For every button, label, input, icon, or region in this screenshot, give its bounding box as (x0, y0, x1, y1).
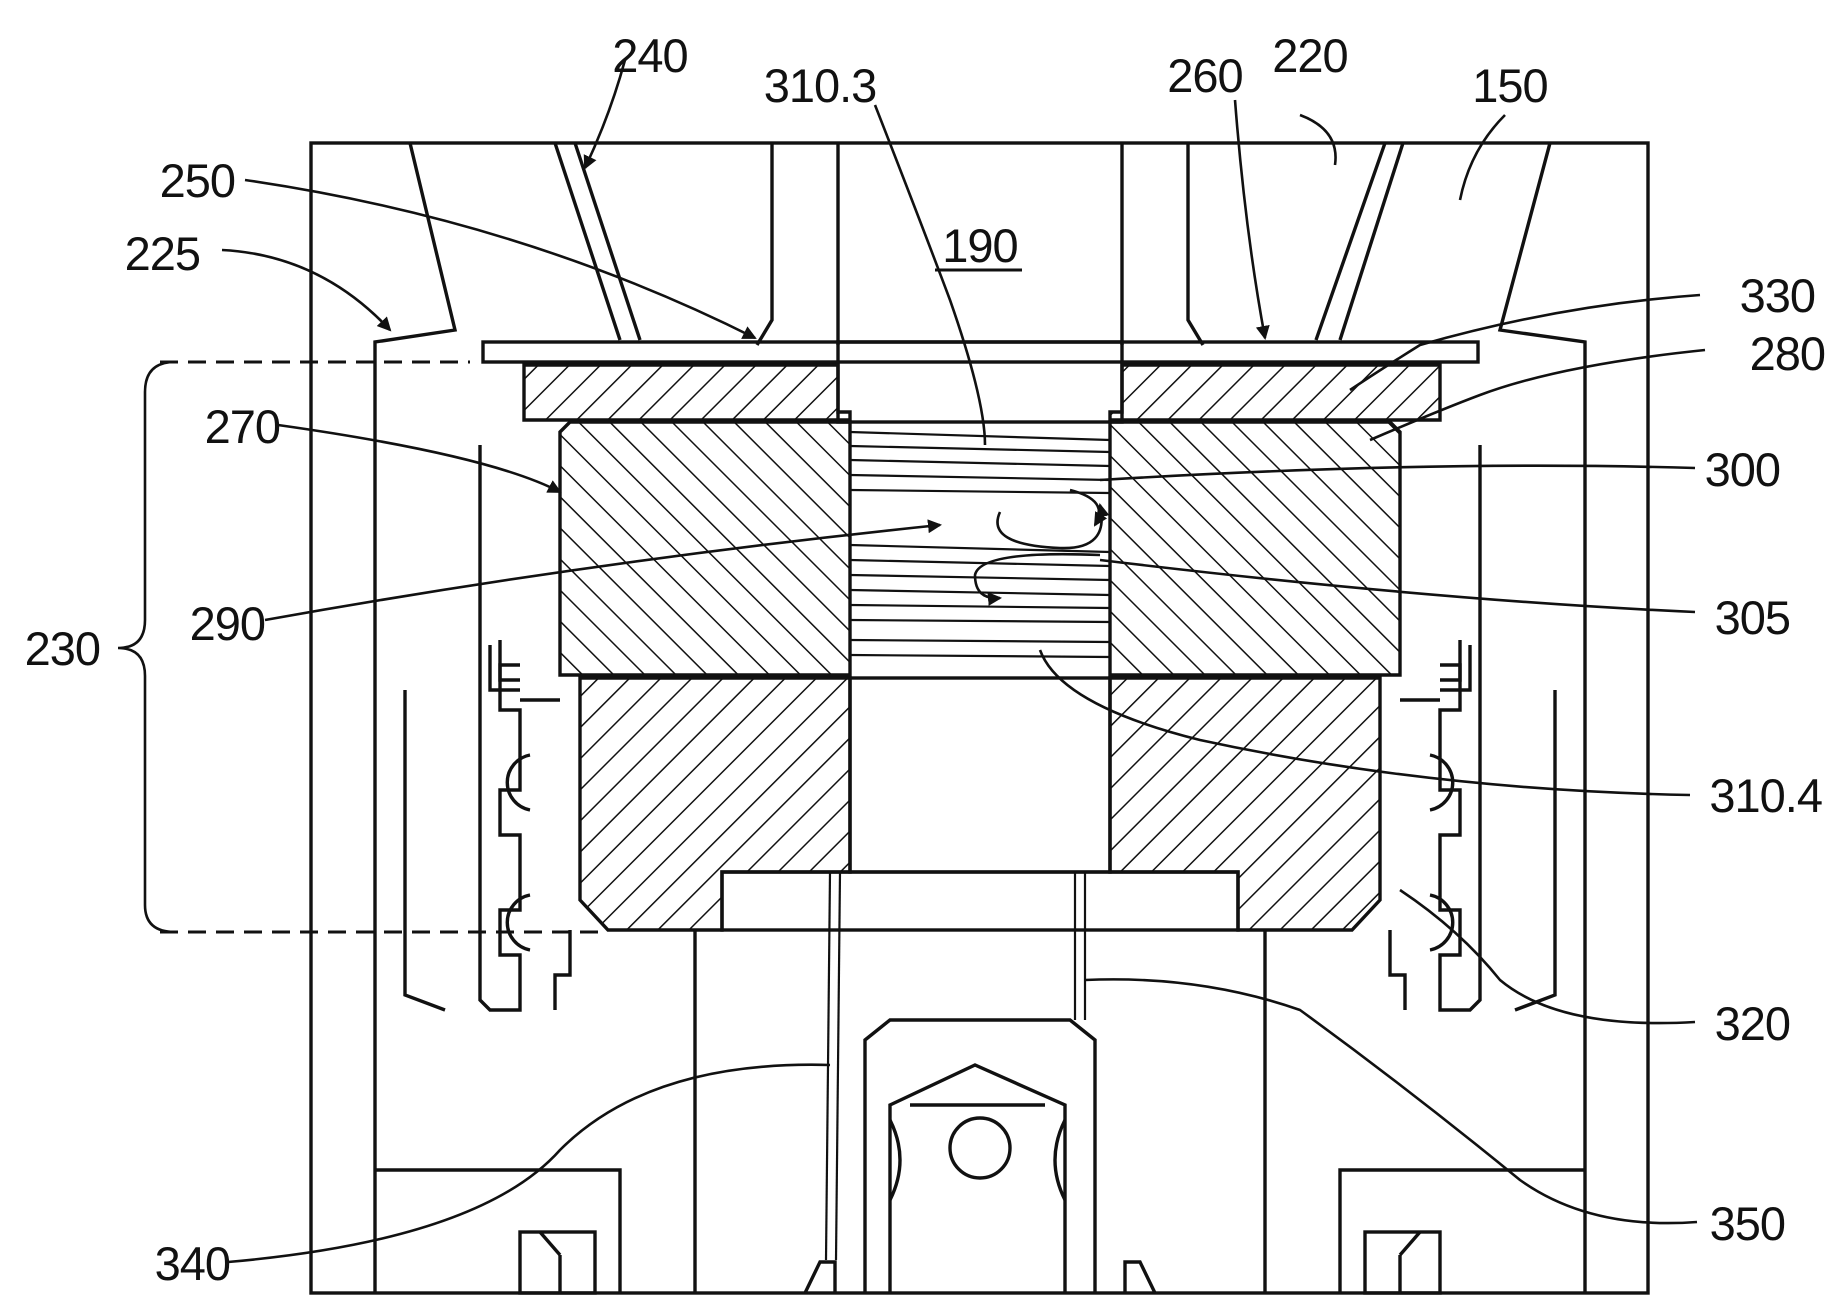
left-side-walls (403, 445, 572, 1012)
cap-330 (1108, 363, 1442, 422)
label-330: 330 (1740, 269, 1815, 322)
label-150: 150 (1472, 59, 1547, 112)
label-270: 270 (205, 400, 280, 453)
block-280 (1108, 420, 1402, 677)
label-225: 225 (125, 227, 200, 280)
bore (848, 676, 1112, 874)
flow-arrows (973, 488, 1110, 606)
block-270 (558, 420, 852, 677)
label-320: 320 (1715, 997, 1790, 1050)
brace-230 (117, 360, 176, 934)
right-side-walls (1388, 445, 1557, 1012)
label-305: 305 (1715, 591, 1790, 644)
label-260: 260 (1167, 49, 1242, 102)
label-340: 340 (155, 1237, 230, 1290)
base-plate (720, 870, 1240, 932)
leader-lines (221, 59, 1706, 1264)
thread-lines (849, 430, 1111, 659)
label-350: 350 (1710, 1197, 1785, 1250)
reference-labels: 240 310.3 260 220 150 250 225 330 280 27… (25, 29, 1826, 1290)
label-240: 240 (612, 29, 687, 82)
label-300: 300 (1705, 443, 1780, 496)
label-230: 230 (25, 622, 100, 675)
label-250: 250 (160, 154, 235, 207)
label-190: 190 (942, 219, 1017, 272)
label-280: 280 (1750, 327, 1825, 380)
block-320 (1108, 676, 1382, 932)
top-walls (373, 142, 1587, 1293)
label-290: 290 (190, 597, 265, 650)
lower-structure (375, 871, 1585, 1295)
cap-left (522, 363, 852, 422)
label-310-4: 310.4 (1709, 769, 1822, 822)
top-plate (481, 340, 1480, 364)
label-220: 220 (1272, 29, 1347, 82)
block-left-lower (578, 676, 852, 932)
label-310-3: 310.3 (764, 59, 877, 112)
housing-outline (309, 141, 1650, 1295)
